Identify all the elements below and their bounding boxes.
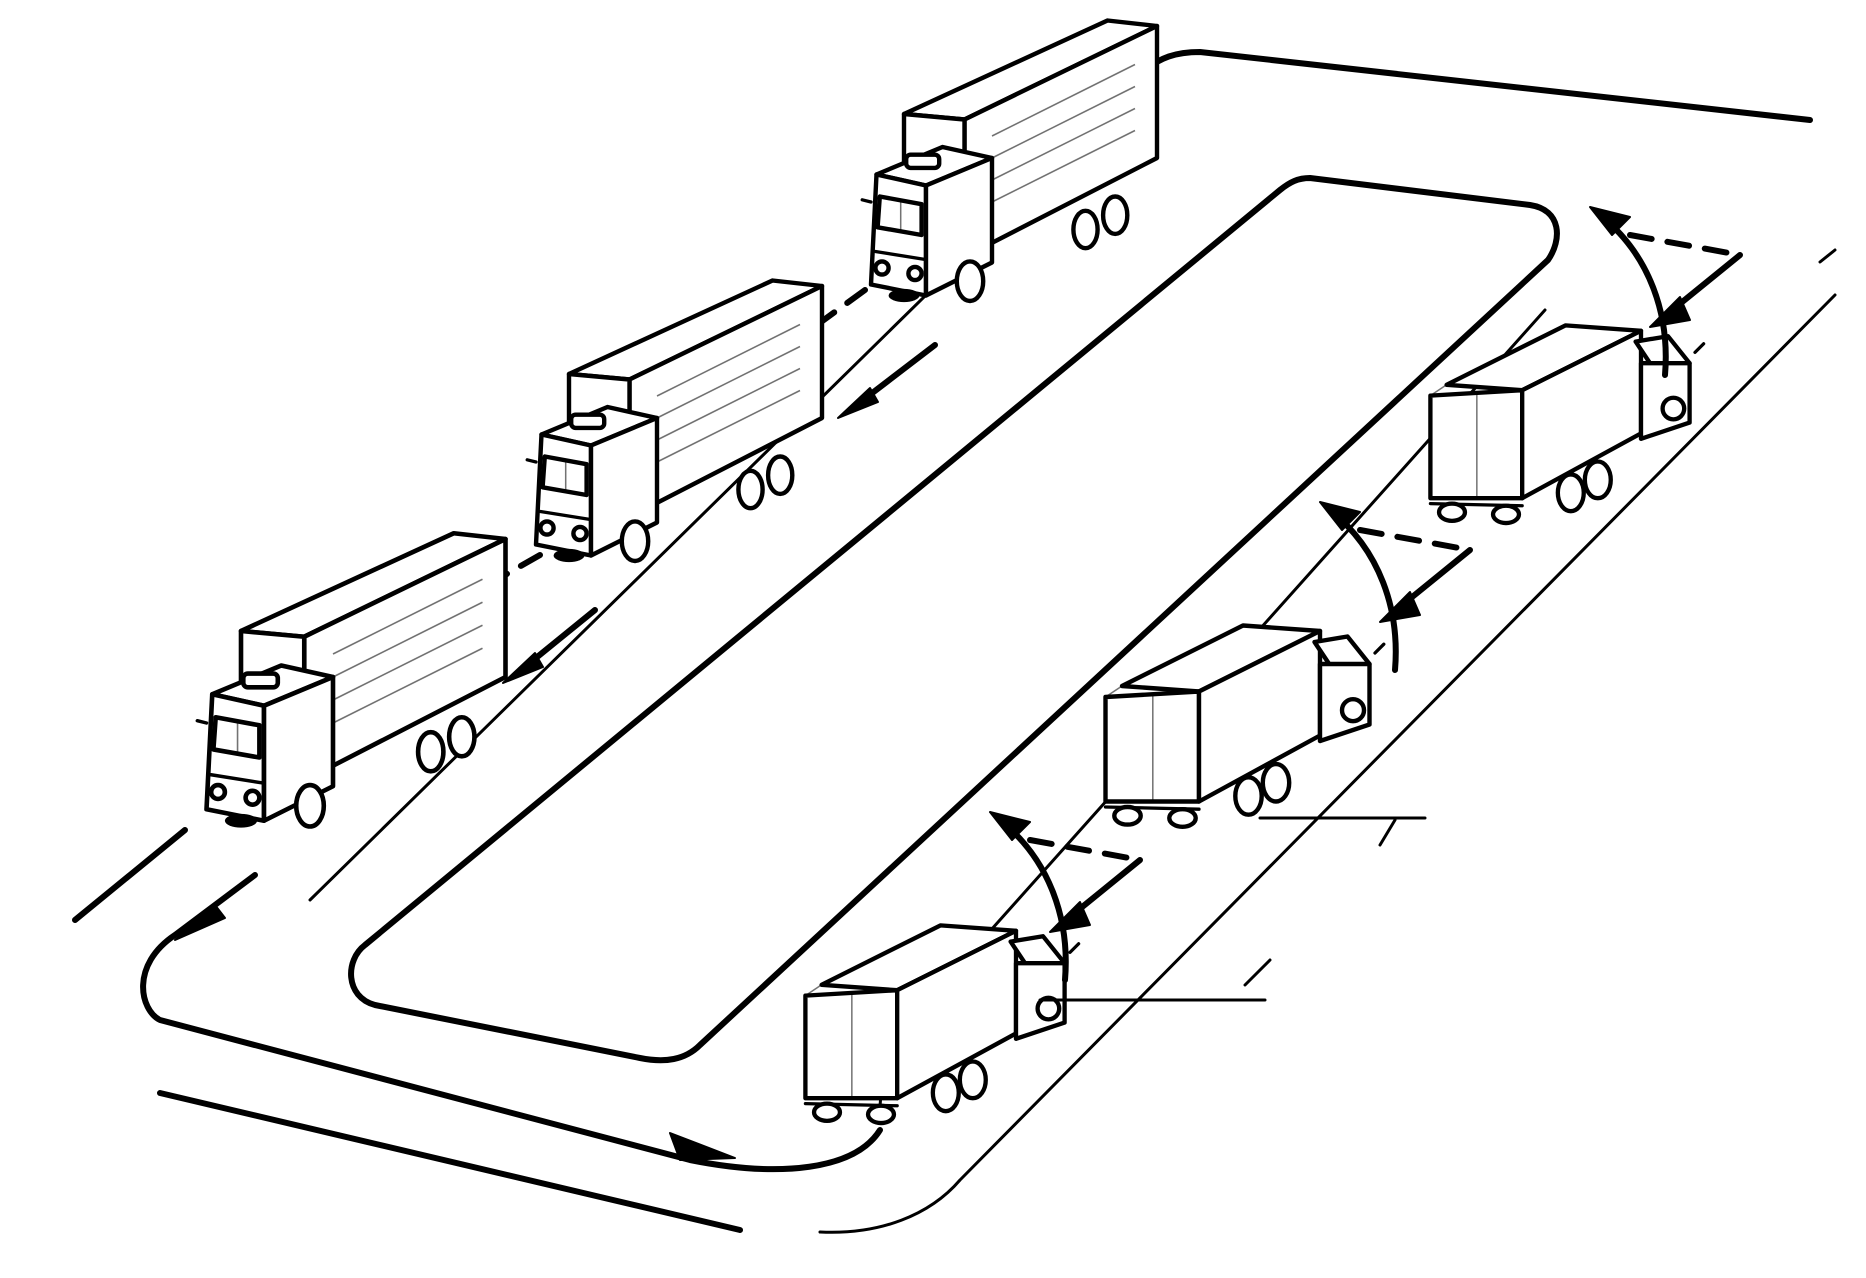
road-outer-bottom-edge bbox=[157, 1090, 743, 1233]
road-center-line bbox=[1818, 248, 1837, 264]
truck-front-2 bbox=[527, 281, 822, 563]
truck-rear-2 bbox=[1106, 626, 1384, 827]
route-arrow-left bbox=[174, 904, 226, 941]
forward-convoy bbox=[197, 20, 1157, 827]
truck-rear-1 bbox=[1430, 325, 1703, 523]
turn-arrow-sets bbox=[990, 207, 1740, 980]
central-island bbox=[348, 175, 1560, 1064]
leader-tick-1 bbox=[1378, 818, 1397, 847]
route-arrow-bottom bbox=[669, 1132, 736, 1161]
direction-arrowhead-1 bbox=[837, 387, 879, 419]
truck-front-3 bbox=[197, 533, 505, 827]
return-convoy bbox=[805, 325, 1703, 1123]
truck-rear-3 bbox=[805, 925, 1078, 1123]
leader-tick-2 bbox=[1243, 958, 1272, 987]
route-loop bbox=[140, 872, 883, 1173]
road-outer-top-edge bbox=[1142, 49, 1813, 123]
truck-front-1 bbox=[862, 20, 1157, 302]
direction-arrowhead-2 bbox=[502, 652, 544, 684]
road-outer-left-edge bbox=[72, 827, 188, 923]
leader-lines bbox=[1038, 816, 1427, 1002]
road-right-edge bbox=[818, 293, 1837, 1234]
